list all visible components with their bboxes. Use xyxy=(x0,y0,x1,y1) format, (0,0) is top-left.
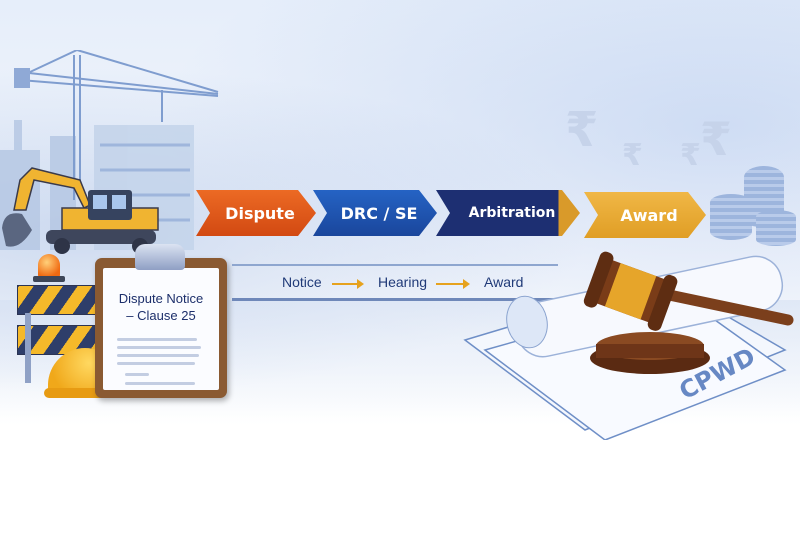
divider-bottom xyxy=(232,298,558,301)
sub-step-notice: Notice xyxy=(282,274,322,290)
text-line xyxy=(117,354,199,357)
rupee-icon: ₹ xyxy=(680,138,701,173)
dispute-notice-clipboard: Dispute Notice – Clause 25 xyxy=(95,258,227,398)
step-award: Award xyxy=(584,192,706,238)
clipboard-paper: Dispute Notice – Clause 25 xyxy=(103,268,219,390)
text-line xyxy=(117,338,197,341)
excavator-icon xyxy=(2,167,159,254)
clipboard-title-line1: Dispute Notice xyxy=(118,291,204,306)
step-label: Dispute xyxy=(225,203,295,223)
arrow-right-icon xyxy=(332,279,364,289)
arrow-right-icon xyxy=(436,279,470,289)
clipboard-title: Dispute Notice – Clause 25 xyxy=(103,290,219,324)
rupee-icon: ₹ xyxy=(700,112,733,166)
clipboard-title-line2: – Clause 25 xyxy=(126,308,196,323)
rupee-icon: ₹ xyxy=(622,138,643,173)
bullet-line xyxy=(125,373,149,376)
warning-light-icon xyxy=(38,254,60,278)
warning-light-base xyxy=(33,276,65,282)
hard-hat-brim xyxy=(44,388,130,398)
sub-step-award: Award xyxy=(484,274,524,290)
divider-top xyxy=(232,264,558,266)
sub-step-hearing: Hearing xyxy=(378,274,428,290)
step-label: Award xyxy=(620,205,678,225)
text-line xyxy=(117,362,195,365)
bullet-line xyxy=(125,382,195,385)
coin-stack-icon xyxy=(756,210,796,246)
clipboard-clamp-icon xyxy=(135,244,185,270)
sub-process-flow: Notice Hearing Award xyxy=(232,264,558,301)
barricade-top-bar xyxy=(17,285,103,315)
text-line xyxy=(117,346,201,349)
rupee-icon: ₹ xyxy=(565,102,599,158)
coin-stack-icon xyxy=(710,194,752,240)
step-label: Arbitration xyxy=(468,205,556,221)
gavel-icon xyxy=(583,251,794,374)
step-arbitration: Arbitration xyxy=(436,190,580,236)
step-drc-se: DRC / SE xyxy=(313,190,437,236)
step-label: DRC / SE xyxy=(340,203,418,223)
barricade-leg xyxy=(25,313,31,383)
step-dispute: Dispute xyxy=(196,190,316,236)
